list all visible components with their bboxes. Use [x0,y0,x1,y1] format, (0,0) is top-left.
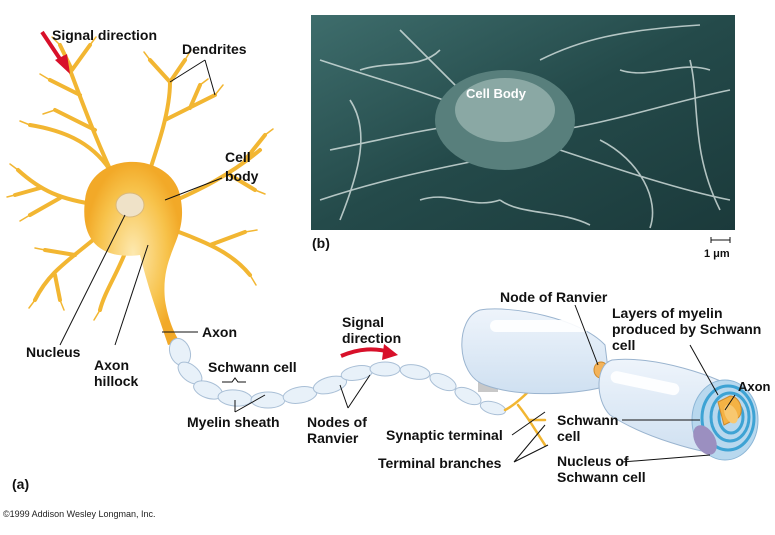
panel-b-label: (b) [312,235,330,251]
dendrites-label: Dendrites [182,41,247,57]
myelin-layers-label-line3: cell [612,337,635,353]
signal-direction-label: Signal direction [52,27,157,43]
schwann-detail-label-line2: cell [557,428,580,444]
axon-hillock-label-line1: Axon [94,357,129,373]
cell-body-micrograph-label: Cell Body [466,86,527,101]
cell-body-label-line1: Cell [225,149,251,165]
signal-arrow-mid [340,344,398,360]
nodes-of-ranvier-label-line1: Nodes of [307,414,367,430]
synaptic-terminal-label: Synaptic terminal [386,427,503,443]
signal-direction-mid-label-line2: direction [342,330,401,346]
myelin-detail [461,308,759,461]
nodes-of-ranvier-label-line2: Ranvier [307,430,359,446]
myelin-layers-label-line2: produced by Schwann [612,321,761,337]
panel-a-label: (a) [12,476,29,492]
signal-direction-mid-label-line1: Signal [342,314,384,330]
micrograph-panel: Cell Body [311,15,735,230]
axon-label: Axon [202,324,237,340]
axon-hillock-label-line2: hillock [94,373,139,389]
schwann-cell-label: Schwann cell [208,359,297,375]
cell-body-label-line2: body [225,168,259,184]
axon-detail-label: Axon [738,379,771,394]
schwann-detail-label-line1: Schwann [557,412,618,428]
terminal-branches-label: Terminal branches [378,455,502,471]
copyright-notice: ©1999 Addison Wesley Longman, Inc. [3,509,156,519]
node-of-ranvier-label: Node of Ranvier [500,289,608,305]
scale-bar-label: 1 μm [704,248,730,260]
scale-bar: 1 μm [704,237,731,260]
signal-arrow-top [40,30,70,74]
schwann-nucleus-label-line1: Nucleus of [557,453,629,469]
neuron-illustration [6,36,570,447]
nucleus-label: Nucleus [26,344,81,360]
leader-lines [59,59,736,463]
schwann-nucleus-label-line2: Schwann cell [557,469,646,485]
myelin-layers-label-line1: Layers of myelin [612,305,723,321]
myelin-sheath-label: Myelin sheath [187,414,280,430]
